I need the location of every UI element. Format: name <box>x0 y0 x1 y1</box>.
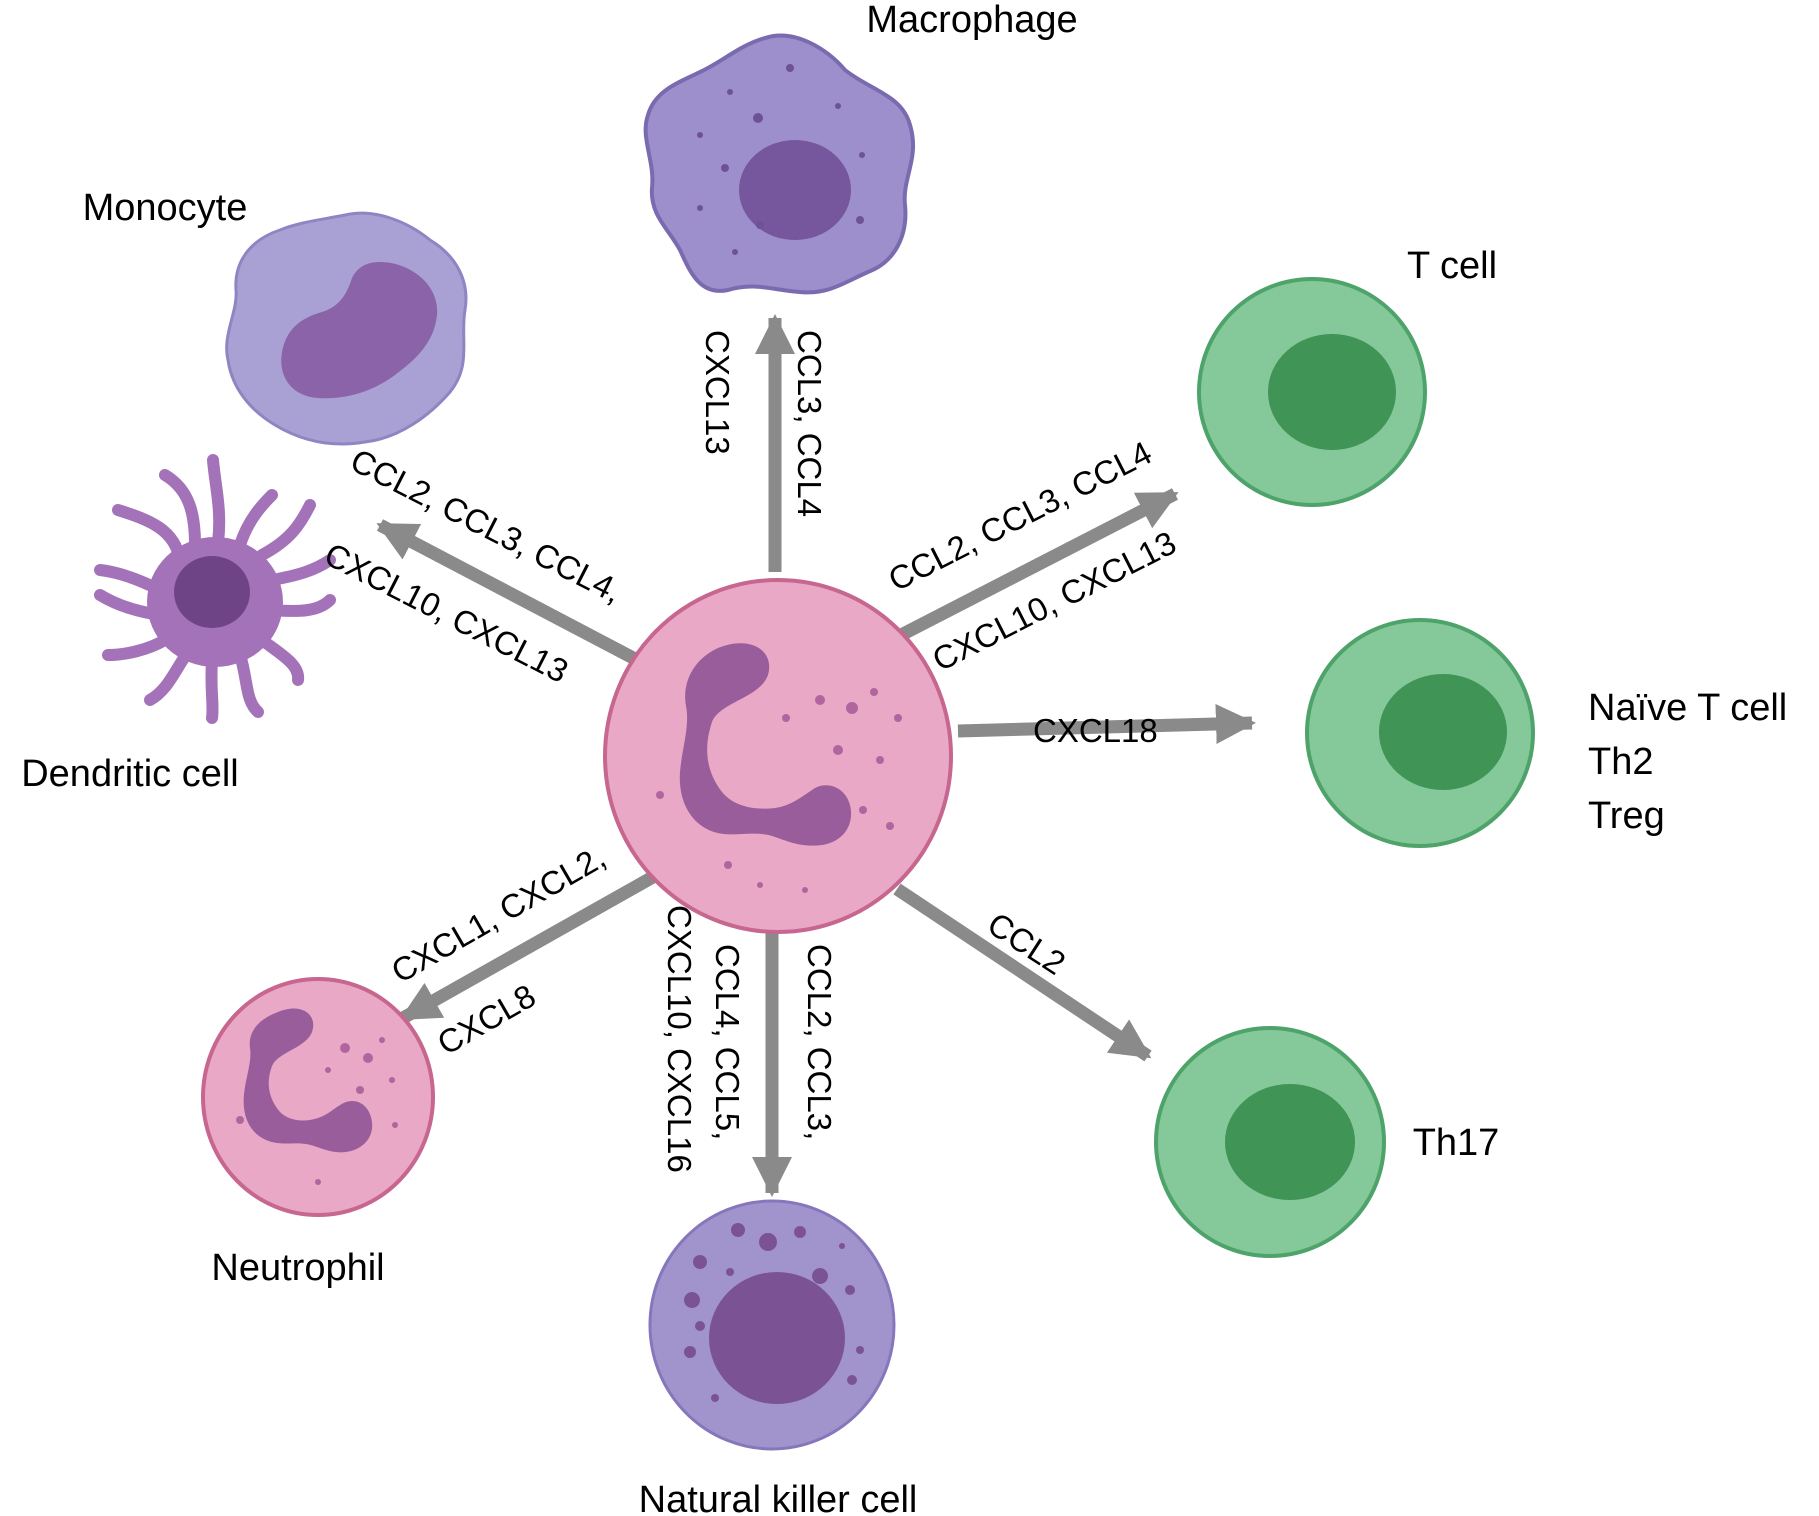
monocyte-cell <box>225 211 468 446</box>
chemokine-nk-line2: CCL4, CCL5, <box>709 944 746 1140</box>
tcell-cell <box>1197 277 1427 507</box>
th17-label: Th17 <box>1413 1122 1500 1164</box>
neutrophil-label: Neutrophil <box>211 1247 384 1289</box>
arrows <box>376 314 1256 1197</box>
naive-tcell-label: Naïve T cell <box>1588 687 1787 729</box>
macrophage-label: Macrophage <box>866 0 1077 41</box>
th2-label: Th2 <box>1588 741 1653 783</box>
chemokine-naive-tcell: CXCL18 <box>1033 712 1158 749</box>
monocyte-nucleus <box>281 262 438 399</box>
tcell-label: T cell <box>1407 245 1497 287</box>
arrow-to-monocyte-dendritic <box>376 519 641 666</box>
dendritic-cell <box>94 454 336 724</box>
arrow-to-tcell <box>900 488 1179 640</box>
monocyte-label: Monocyte <box>83 187 248 229</box>
macrophage-cell <box>643 33 916 295</box>
central-neutrophil-granules <box>656 688 902 893</box>
chemokine-nk-line1: CCL2, CCL3, <box>801 944 838 1140</box>
central-neutrophil <box>603 578 953 934</box>
th17-nucleus <box>1225 1084 1355 1200</box>
chemokine-macrophage-line1: CCL3, CCL4 <box>791 330 828 517</box>
nk-label: Natural killer cell <box>639 1479 918 1516</box>
neutrophil-cell <box>201 977 435 1217</box>
dendritic-label: Dendritic cell <box>21 753 239 795</box>
arrow-to-th17 <box>893 883 1152 1062</box>
nk-cell <box>648 1199 896 1451</box>
chemokine-nk-line3: CXCL10, CXCL16 <box>661 905 698 1173</box>
macrophage-granules <box>697 64 865 255</box>
nk-granules <box>684 1223 864 1402</box>
naive-tcell-cell <box>1305 618 1535 848</box>
nk-nucleus <box>709 1272 845 1404</box>
th17-cell <box>1154 1026 1386 1258</box>
tcell-nucleus <box>1268 334 1396 450</box>
arrow-to-naive-tcell <box>957 703 1256 744</box>
neutrophil-granules <box>236 1037 398 1185</box>
naive-tcell-nucleus <box>1379 674 1507 790</box>
dendritic-nucleus <box>174 556 250 628</box>
chemokine-macrophage-line2: CXCL13 <box>699 330 736 455</box>
treg-label: Treg <box>1588 795 1665 837</box>
central-neutrophil-nucleus <box>679 643 852 846</box>
neutrophil-nucleus <box>243 1008 373 1153</box>
arrow-to-neutrophil <box>399 867 664 1024</box>
macrophage-nucleus <box>739 140 851 240</box>
